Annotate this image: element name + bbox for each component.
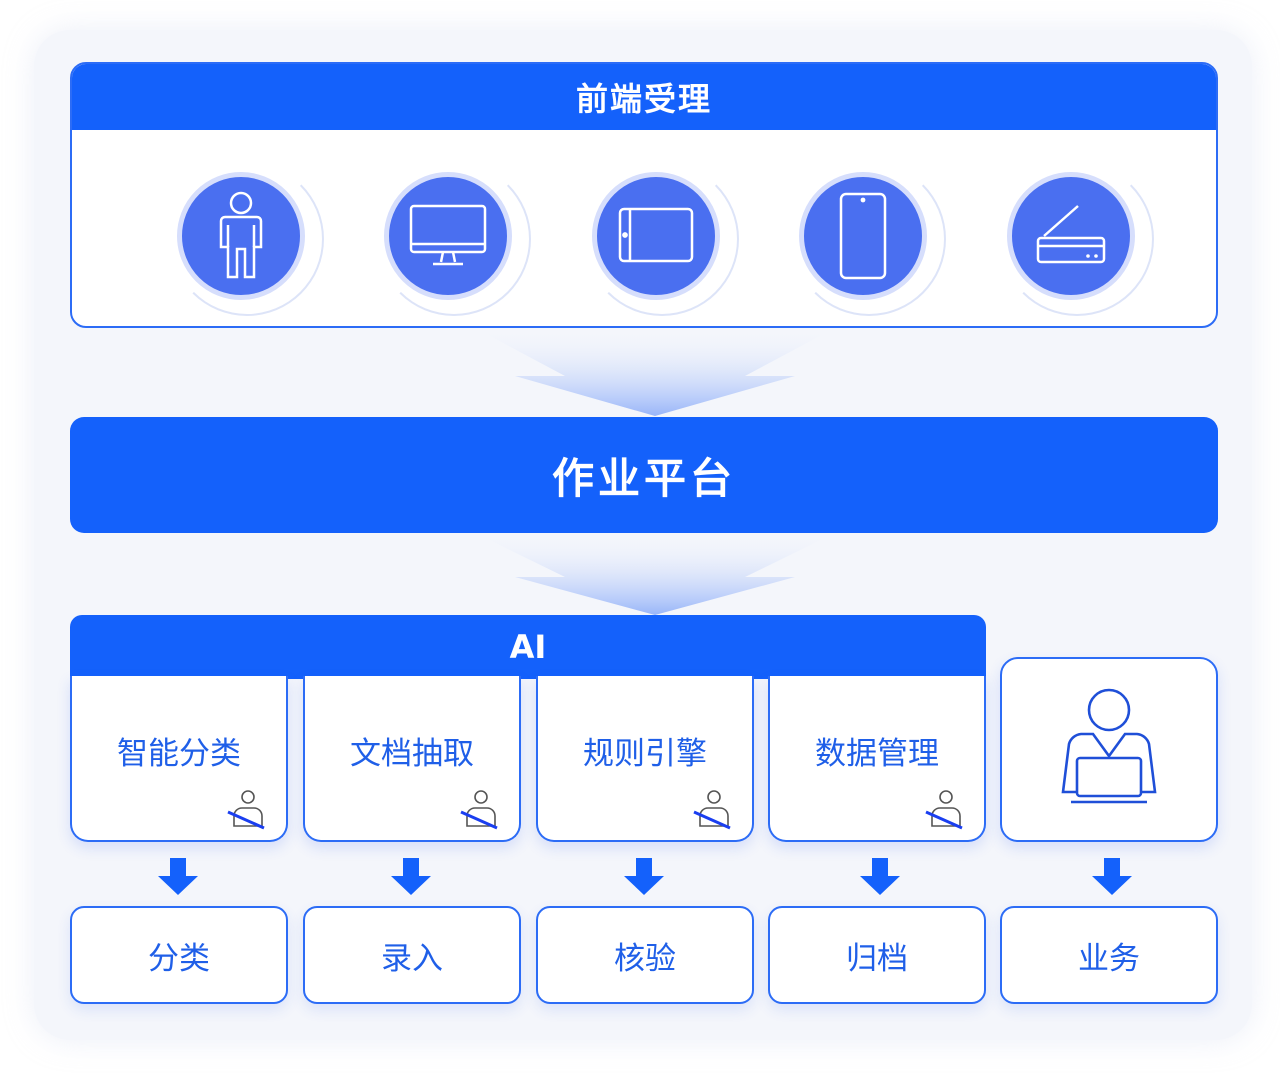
ai-module-card: 数据管理 (768, 676, 986, 842)
flow-arrow (475, 328, 835, 416)
outcome-box: 业务 (1000, 906, 1218, 1004)
down-arrow-icon (624, 858, 664, 895)
module-label: 数据管理 (815, 736, 939, 772)
no-manual-icon (227, 790, 265, 830)
module-label: 智能分类 (117, 736, 241, 772)
outcome-box: 录入 (303, 906, 521, 1004)
ai-module-card: 文档抽取 (303, 676, 521, 842)
outcome-box: 分类 (70, 906, 288, 1004)
ai-title: AI (70, 615, 986, 679)
business-manual-card (1000, 657, 1218, 842)
tablet-icon (592, 172, 720, 300)
ai-module-card: 智能分类 (70, 676, 288, 842)
device-row (72, 162, 1216, 316)
ai-module-card: 规则引擎 (536, 676, 754, 842)
no-manual-icon (693, 790, 731, 830)
no-manual-icon (925, 790, 963, 830)
down-arrow-icon (1092, 858, 1132, 895)
module-label: 规则引擎 (583, 736, 707, 772)
platform-banner: 作业平台 (70, 417, 1218, 533)
no-manual-icon (460, 790, 498, 830)
front-office-title: 前端受理 (72, 64, 1216, 130)
person-laptop-icon (1061, 688, 1157, 803)
scanner-icon (1007, 172, 1135, 300)
down-arrow-icon (158, 858, 198, 895)
person-icon (177, 172, 305, 300)
down-arrow-icon (391, 858, 431, 895)
down-arrow-icon (860, 858, 900, 895)
outcome-box: 归档 (768, 906, 986, 1004)
phone-icon (799, 172, 927, 300)
outcome-box: 核验 (536, 906, 754, 1004)
flow-arrow (475, 533, 835, 615)
monitor-icon (384, 172, 512, 300)
front-office-panel: 前端受理 (70, 62, 1218, 328)
module-label: 文档抽取 (350, 736, 474, 772)
